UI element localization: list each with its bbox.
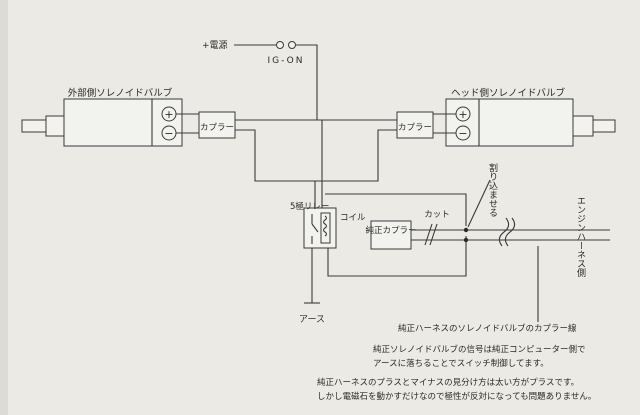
break-mark-2 [504,217,516,247]
engine-harness-label: エンジンハーネス側 [575,196,586,277]
minus-bus-wire [235,129,397,182]
splice-label: 割り込ませる [487,162,498,217]
left-plus-symbol: + [164,108,173,121]
ig-on-label: IG-ON [268,56,305,66]
relay-label: 5極リレー [290,201,329,212]
ig-switch-contact-left [276,41,284,49]
power-label: +電源 [202,40,228,51]
splice-dot-upper [463,227,469,233]
note-polarity-line-2: しかし電磁石を動かすだけなので極性が反対になっても問題ありません。 [317,391,596,402]
coil-return-wire [327,236,467,277]
splice-pointer [467,179,491,228]
genuine-coupler-label: 純正カプラー [365,225,416,236]
left-minus-symbol: − [164,127,173,140]
right-minus-symbol: − [458,127,467,140]
genuine-coupler [370,220,412,250]
right-plus-symbol: + [458,108,467,121]
note-signal-line-1: 純正ソレノイドバルブの信号は純正コンピューター側で [373,344,586,355]
left-solenoid-valve [21,98,183,147]
genuine-coupler-label-line: 純正カプラー [365,225,416,236]
note-signal-line-2: アースに落ちることでスイッチ制御してます。 [373,358,549,369]
cut-mark-1 [424,223,433,246]
coupler-left-label: カプラー [200,123,234,133]
coupler-right [396,111,434,139]
coil-signal-wire [325,193,467,226]
relay-body [303,207,337,249]
splice-dot-lower [463,237,469,243]
cut-mark-2 [429,223,438,246]
coil-label: コイル [340,213,366,223]
relay-label-text: 5極リレー [290,201,329,212]
note-polarity-line-1: 純正ハーネスのプラスとマイナスの見分け方は太い方がプラスです。 [317,377,579,388]
ig-switch-contact-right [288,41,296,49]
coil-label-text: コイル [340,213,366,223]
power-feed-wire [296,44,318,120]
right-valve-label: ヘッド側ソレノイドバルブ [451,87,566,99]
break-mark-1 [498,217,510,247]
right-solenoid-valve [445,98,616,147]
earth-label: アース [299,315,325,325]
coupler-right-label: カプラー [398,123,432,133]
note-harness-line: 純正ハーネスのソレノイドバルブのカプラー線 [398,323,577,334]
coupler-left [198,111,236,139]
cut-label: カット [424,210,450,220]
left-valve-label: 外部側ソレノイドバルブ [68,87,173,99]
